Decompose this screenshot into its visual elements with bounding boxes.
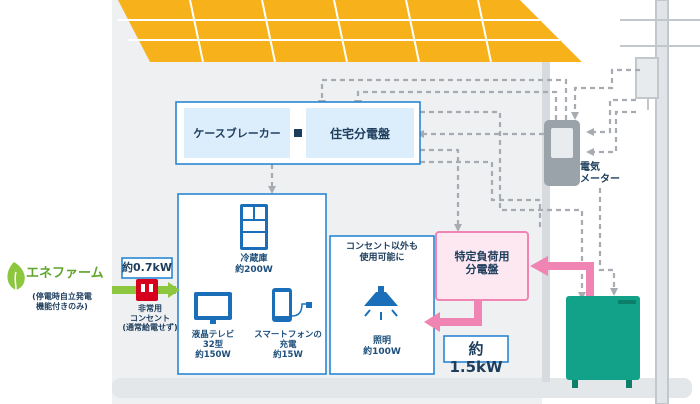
utility-pole-icon <box>620 0 700 404</box>
fridge-icon <box>240 204 268 250</box>
leaf-icon <box>7 262 25 291</box>
outlet-label: 非常用 コンセント (通常給電せず) <box>122 304 178 333</box>
fuel-cell-unit-icon <box>566 296 640 388</box>
house-side-wall <box>542 62 550 382</box>
breaker-connector <box>294 129 302 137</box>
house-floor <box>112 378 692 398</box>
ceiling-light-icon <box>364 286 398 320</box>
outlet-icon <box>136 279 158 301</box>
phone-label: スマートフォンの 充電 約15W <box>254 330 322 361</box>
case-breaker-box <box>184 108 290 158</box>
specific-output-badge <box>443 335 509 363</box>
specific-panel-output: 約1.5kW <box>449 340 503 376</box>
tv-icon <box>194 292 232 324</box>
backup-feed-arrows <box>424 256 594 332</box>
meter-icon <box>544 120 580 186</box>
grid-lines <box>268 68 640 300</box>
meter-label: 電気 メーター <box>580 162 620 185</box>
main-panel-label: 住宅分電盤 <box>329 126 390 141</box>
tv-label: 液晶テレビ 32型 約150W <box>191 330 235 361</box>
lighting-label: 照明 約100W <box>363 336 401 357</box>
enefarm-output-badge <box>121 257 173 279</box>
lighting-caption: コンセント以外も 使用可能に <box>345 242 418 263</box>
smartphone-icon <box>272 288 312 322</box>
specific-panel-label: 特定負荷用 分電盤 <box>454 250 510 277</box>
case-breaker-label: ケースブレーカー <box>193 127 281 140</box>
fridge-label: 冷蔵庫 約200W <box>235 254 273 275</box>
solar-panel-icon <box>118 0 600 63</box>
enefarm-note: (停電時自立発電 機能付きのみ) <box>32 292 92 311</box>
enefarm-output: 約0.7kW <box>122 261 172 274</box>
enefarm-name: エネファーム <box>26 266 104 281</box>
main-panel-box <box>306 108 414 158</box>
